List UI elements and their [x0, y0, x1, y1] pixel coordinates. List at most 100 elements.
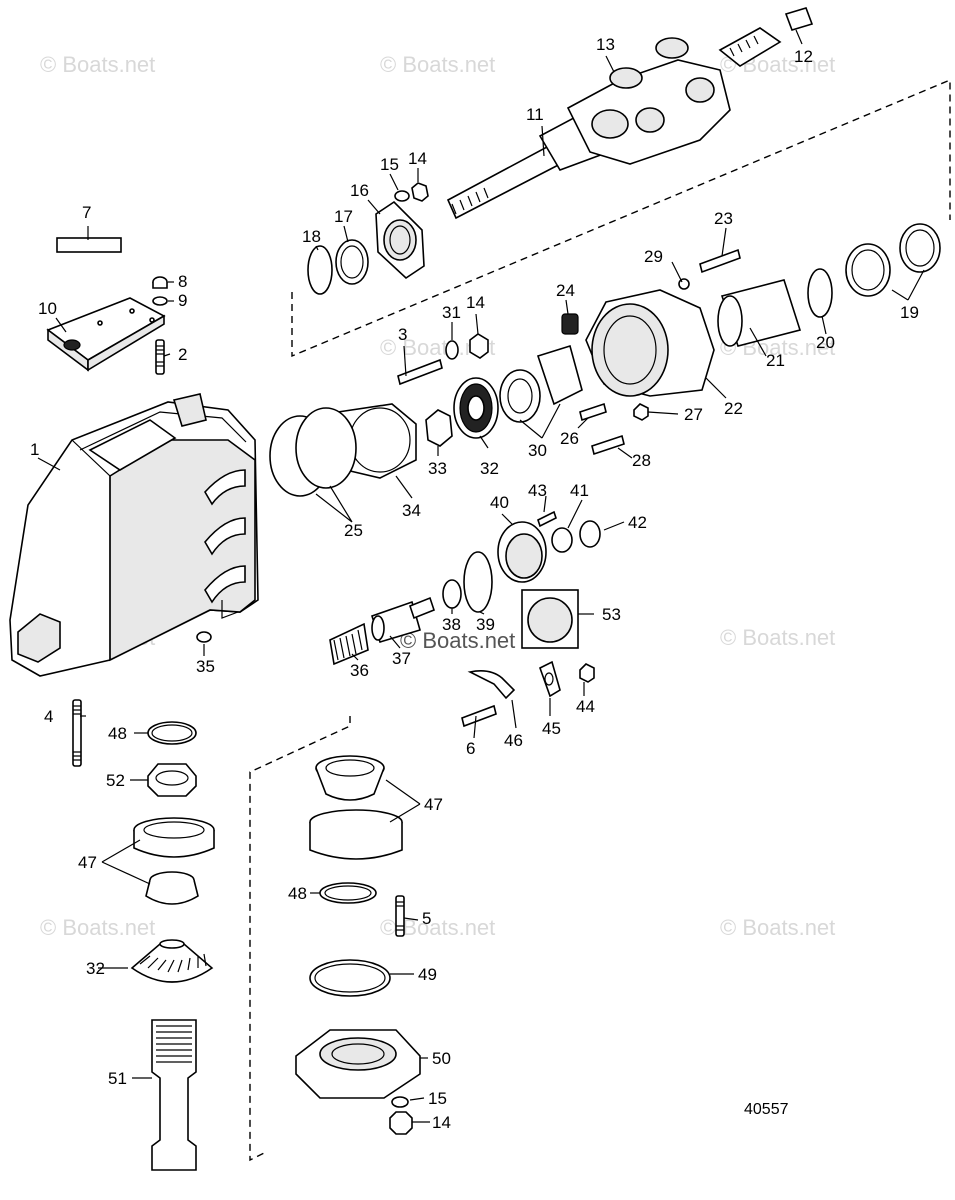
callout-label: 25 — [344, 521, 363, 540]
long-stud-part — [72, 699, 82, 767]
callout-label: 37 — [392, 649, 411, 668]
gear-housing-part — [9, 393, 259, 677]
bushing-part — [784, 7, 814, 31]
callout-label: 34 — [402, 501, 421, 520]
upper-gear-housing-part — [585, 289, 715, 397]
lower-bevel-gear-part — [130, 939, 214, 983]
callout-label: 48 — [108, 724, 127, 743]
callout-label: 18 — [302, 227, 321, 246]
o-ring-part — [807, 268, 833, 318]
large-o-ring-part — [309, 959, 391, 997]
reference-number: 40557 — [744, 1101, 789, 1118]
bearing-carrier-part — [295, 1029, 421, 1099]
callout-label: 41 — [570, 481, 589, 500]
callout-label: 27 — [684, 405, 703, 424]
callout-label: 49 — [418, 965, 437, 984]
callout-label: 51 — [108, 1069, 127, 1088]
callout-label: 28 — [632, 451, 651, 470]
lower-group-boundary — [249, 716, 351, 1162]
callout-label: 10 — [38, 299, 57, 318]
bearing-cone-part — [315, 755, 385, 801]
callout-labels: 1 2 3 4 5 6 7 8 9 10 11 12 13 14 14 14 1… — [30, 35, 919, 1132]
stud-part — [395, 895, 405, 937]
cover-part — [497, 521, 547, 583]
callout-label: 35 — [196, 657, 215, 676]
callout-label: 21 — [766, 351, 785, 370]
washer-part — [445, 340, 459, 360]
callout-label: 15 — [380, 155, 399, 174]
callout-label: 48 — [288, 884, 307, 903]
decal-part — [56, 237, 122, 253]
callout-label: 44 — [576, 697, 595, 716]
callout-label: 7 — [82, 203, 91, 222]
stud-part — [699, 248, 741, 274]
o-ring-part — [463, 551, 493, 613]
callout-label: 40 — [490, 493, 509, 512]
callout-label: 39 — [476, 615, 495, 634]
o-ring-part — [579, 520, 601, 548]
washer-part — [152, 296, 168, 306]
nut-part — [579, 663, 595, 683]
callout-label: 12 — [794, 47, 813, 66]
callout-label: 47 — [424, 795, 443, 814]
callout-label: 14 — [432, 1113, 451, 1132]
callout-label: 14 — [466, 293, 485, 312]
callout-label: 26 — [560, 429, 579, 448]
callout-label: 50 — [432, 1049, 451, 1068]
leader-lines — [37, 29, 925, 1123]
callout-label: 24 — [556, 281, 575, 300]
o-ring-part — [307, 245, 333, 295]
nut-part — [425, 409, 453, 447]
retainer-nut-part — [147, 763, 197, 797]
spring-part — [329, 622, 369, 666]
input-shaft-part — [446, 27, 782, 220]
bearing-cup-part — [309, 809, 403, 860]
callout-label: 15 — [428, 1089, 447, 1108]
seal-part — [551, 527, 573, 553]
bearing-retainer-part — [375, 200, 425, 280]
watermark: © Boats.net — [380, 52, 495, 77]
callout-label: 22 — [724, 399, 743, 418]
kit-box-part — [521, 589, 579, 649]
callout-label: 3 — [398, 325, 407, 344]
callout-label: 9 — [178, 291, 187, 310]
seal-part — [335, 239, 369, 285]
washer-part — [391, 1096, 409, 1108]
callout-label: 2 — [178, 345, 187, 364]
roller-bearing-part — [561, 313, 579, 335]
watermark: © Boats.net — [720, 915, 835, 940]
callout-label: 14 — [408, 149, 427, 168]
callout-label: 52 — [106, 771, 125, 790]
nut-part — [411, 182, 429, 202]
callout-label: 46 — [504, 731, 523, 750]
plug-part — [678, 278, 690, 290]
callout-label: 23 — [714, 209, 733, 228]
drive-shaft-part — [151, 1019, 197, 1171]
callout-label: 33 — [428, 459, 447, 478]
callout-label: 17 — [334, 207, 353, 226]
o-ring-part — [295, 407, 357, 489]
gasket-part — [539, 660, 561, 698]
callout-label: 8 — [178, 272, 187, 291]
callout-label: 43 — [528, 481, 547, 500]
callout-label: 47 — [78, 853, 97, 872]
callout-label: 53 — [602, 605, 621, 624]
nut-part — [152, 276, 168, 289]
callout-label: 13 — [596, 35, 615, 54]
callout-label: 4 — [44, 707, 53, 726]
washer-part — [394, 190, 410, 202]
nut-part — [389, 1111, 413, 1135]
shift-spool-part — [371, 596, 435, 643]
screw-part — [537, 510, 557, 528]
callout-label: 29 — [644, 247, 663, 266]
stud-part — [155, 339, 165, 375]
stud-part — [397, 358, 443, 386]
upper-group-boundary — [291, 78, 951, 358]
sleeve-part — [717, 279, 802, 347]
callout-label: 11 — [526, 105, 544, 124]
callout-label: 20 — [816, 333, 835, 352]
watermark: © Boats.net — [400, 628, 515, 653]
small-o-ring-part — [196, 631, 212, 643]
stud-part — [461, 704, 497, 728]
callout-label: 1 — [30, 440, 39, 459]
